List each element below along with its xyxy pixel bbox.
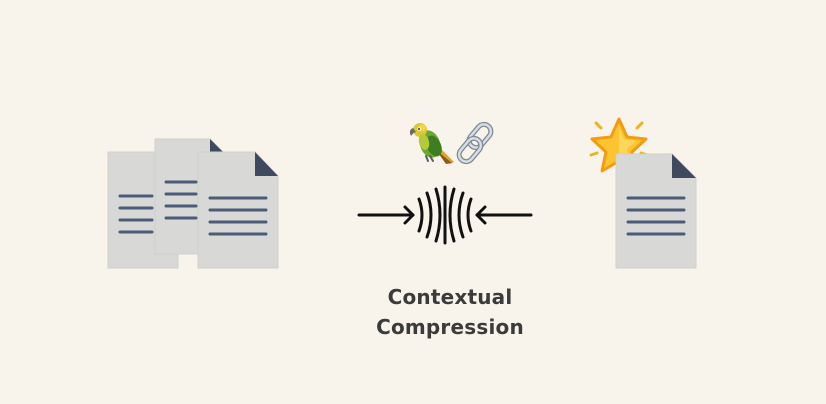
documents-stack-icon — [107, 138, 279, 269]
caption-line-1: Contextual — [387, 285, 513, 309]
diagram-caption: Contextual Compression — [330, 282, 570, 342]
document-front — [197, 151, 279, 269]
document-icon — [615, 153, 697, 269]
compression-arrows-icon — [357, 185, 533, 245]
parrot-icon — [409, 123, 454, 164]
caption-line-2: Compression — [376, 315, 524, 339]
link-icon — [456, 121, 494, 165]
